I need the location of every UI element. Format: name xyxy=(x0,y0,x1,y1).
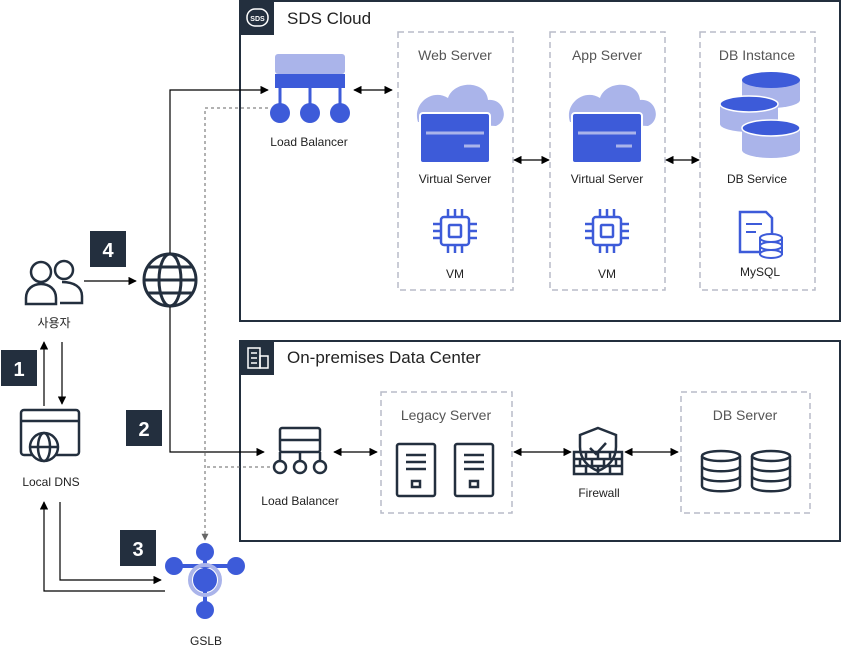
firewall-label: Firewall xyxy=(578,486,619,500)
db-service-icon xyxy=(719,72,801,158)
svg-text:4: 4 xyxy=(102,240,114,262)
db-service-label: DB Service xyxy=(727,172,787,186)
local-dns-icon xyxy=(19,408,81,463)
svg-text:3: 3 xyxy=(132,539,143,561)
legacy-server-group xyxy=(380,391,513,514)
sds-cloud-title: SDS Cloud xyxy=(287,9,371,28)
web-virtual-server-label: Virtual Server xyxy=(419,172,491,186)
svg-text:SDS: SDS xyxy=(250,16,265,23)
db-server-icon-1 xyxy=(700,449,742,493)
app-vm-chip-icon xyxy=(585,209,629,253)
local-dns-label: Local DNS xyxy=(22,475,79,489)
legacy-server-title: Legacy Server xyxy=(401,407,492,423)
app-server-title: App Server xyxy=(572,47,642,63)
users-label: 사용자 xyxy=(37,316,70,330)
dns-to-gslb-connector xyxy=(59,502,162,585)
gslb-to-dns-connector xyxy=(39,501,165,592)
cloud-load-balancer-label: Load Balancer xyxy=(270,135,347,149)
svg-text:2: 2 xyxy=(138,419,149,441)
web-virtual-server-icon xyxy=(416,84,504,164)
firewall-icon xyxy=(572,426,624,476)
web-server-group xyxy=(397,31,514,291)
globe-to-onprem-lb-connector xyxy=(169,307,265,457)
mysql-icon xyxy=(738,210,783,259)
legacy-server-icon-1 xyxy=(395,442,437,498)
db-server-icon-2 xyxy=(750,449,792,493)
gslb-label: GSLB xyxy=(190,634,222,648)
app-virtual-server-label: Virtual Server xyxy=(571,172,643,186)
onprem-container: On-premises Data Center xyxy=(239,340,841,542)
gslb-healthcheck-cloud-connector xyxy=(201,107,268,541)
web-server-title: Web Server xyxy=(418,47,492,63)
onprem-title: On-premises Data Center xyxy=(287,348,481,367)
app-vm-label: VM xyxy=(598,267,616,281)
sds-logo-icon: SDS xyxy=(246,8,269,27)
step-badge-4: 4 xyxy=(90,231,126,267)
users-icon xyxy=(24,259,84,306)
onprem-load-balancer-label: Load Balancer xyxy=(261,494,338,508)
step-badge-1: 1 xyxy=(1,350,37,386)
globe-to-cloud-lb-connector xyxy=(169,85,269,253)
svg-text:1: 1 xyxy=(13,359,24,381)
web-vm-label: VM xyxy=(446,267,464,281)
cloud-load-balancer-icon xyxy=(270,54,350,123)
globe-icon xyxy=(142,252,198,308)
app-server-group xyxy=(549,31,666,291)
db-instance-title: DB Instance xyxy=(719,47,795,63)
legacy-server-icon-2 xyxy=(453,442,495,498)
building-icon xyxy=(247,347,269,369)
db-instance-group xyxy=(699,31,816,291)
db-server-group xyxy=(680,391,811,514)
web-vm-chip-icon xyxy=(433,209,477,253)
gslb-icon xyxy=(165,543,245,619)
db-server-title: DB Server xyxy=(713,407,778,423)
app-virtual-server-icon xyxy=(568,84,656,164)
onprem-load-balancer-icon xyxy=(272,426,328,475)
step-badge-2: 2 xyxy=(126,410,162,446)
step-badge-3: 3 xyxy=(120,530,156,566)
mysql-label: MySQL xyxy=(740,265,780,279)
